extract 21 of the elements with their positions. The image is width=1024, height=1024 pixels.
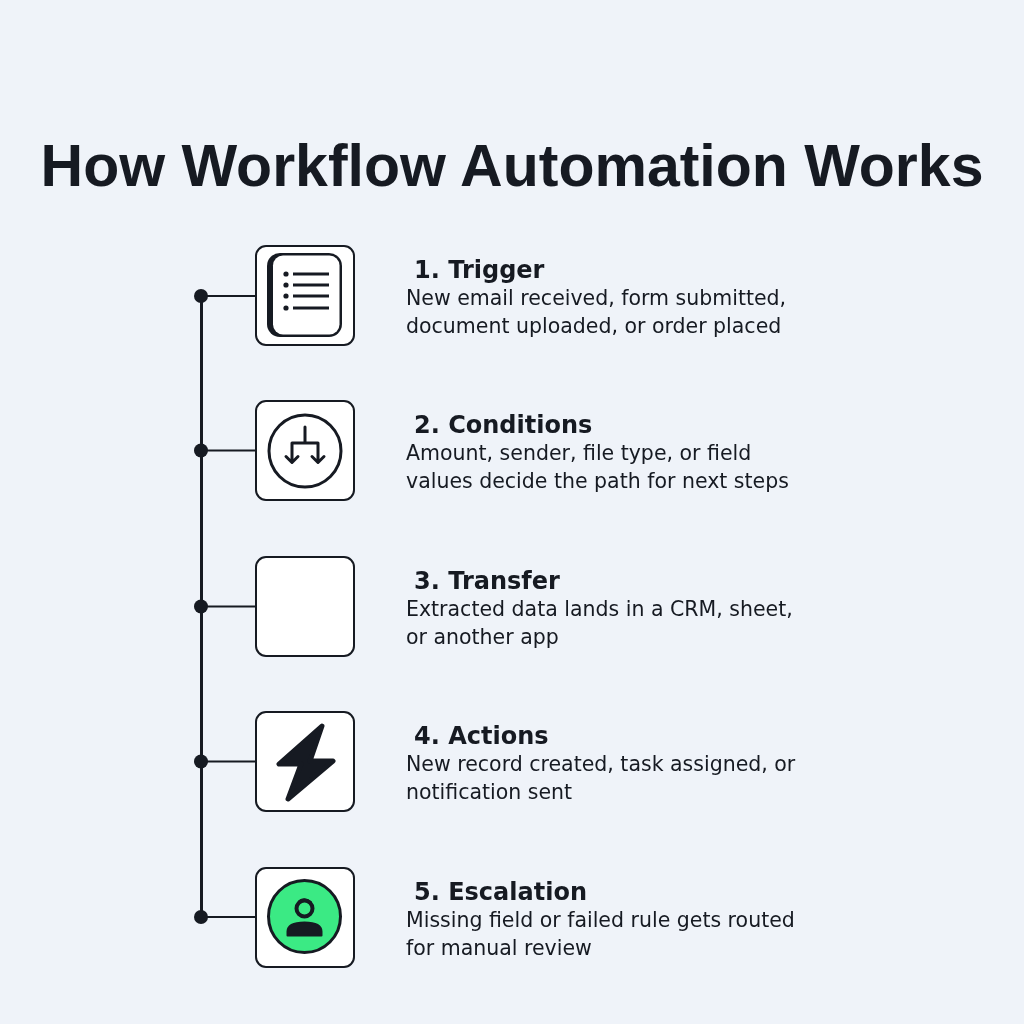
step-heading: 5. Escalation — [414, 877, 587, 906]
icon-card — [255, 867, 355, 968]
step-description: Missing field or failed rule gets routed for manual review — [406, 906, 796, 962]
icon-card — [255, 400, 355, 501]
step-description: New email received, form submitted, document uploaded, or order placed — [406, 284, 788, 340]
icon-card — [255, 711, 355, 812]
connector-line — [194, 754, 256, 769]
step-heading: 1. Trigger — [414, 255, 545, 284]
step-description: Amount, sender, file type, or field values decide the path for next steps — [406, 439, 790, 495]
step-description: New record created, task assigned, or notification sent — [406, 750, 797, 806]
icon-card — [255, 245, 355, 346]
step-heading: 2. Conditions — [414, 410, 593, 439]
step-heading: 4. Actions — [414, 721, 549, 750]
step-heading: 3. Transfer — [414, 566, 560, 595]
connector-line — [194, 443, 256, 458]
connector-line — [194, 289, 256, 303]
blank-card — [255, 556, 355, 657]
title: How Workflow Automation Works — [40, 137, 984, 196]
connector-line — [194, 599, 256, 614]
step-description: Extracted data lands in a CRM, sheet, or another app — [406, 595, 794, 651]
connector-line — [194, 910, 256, 924]
